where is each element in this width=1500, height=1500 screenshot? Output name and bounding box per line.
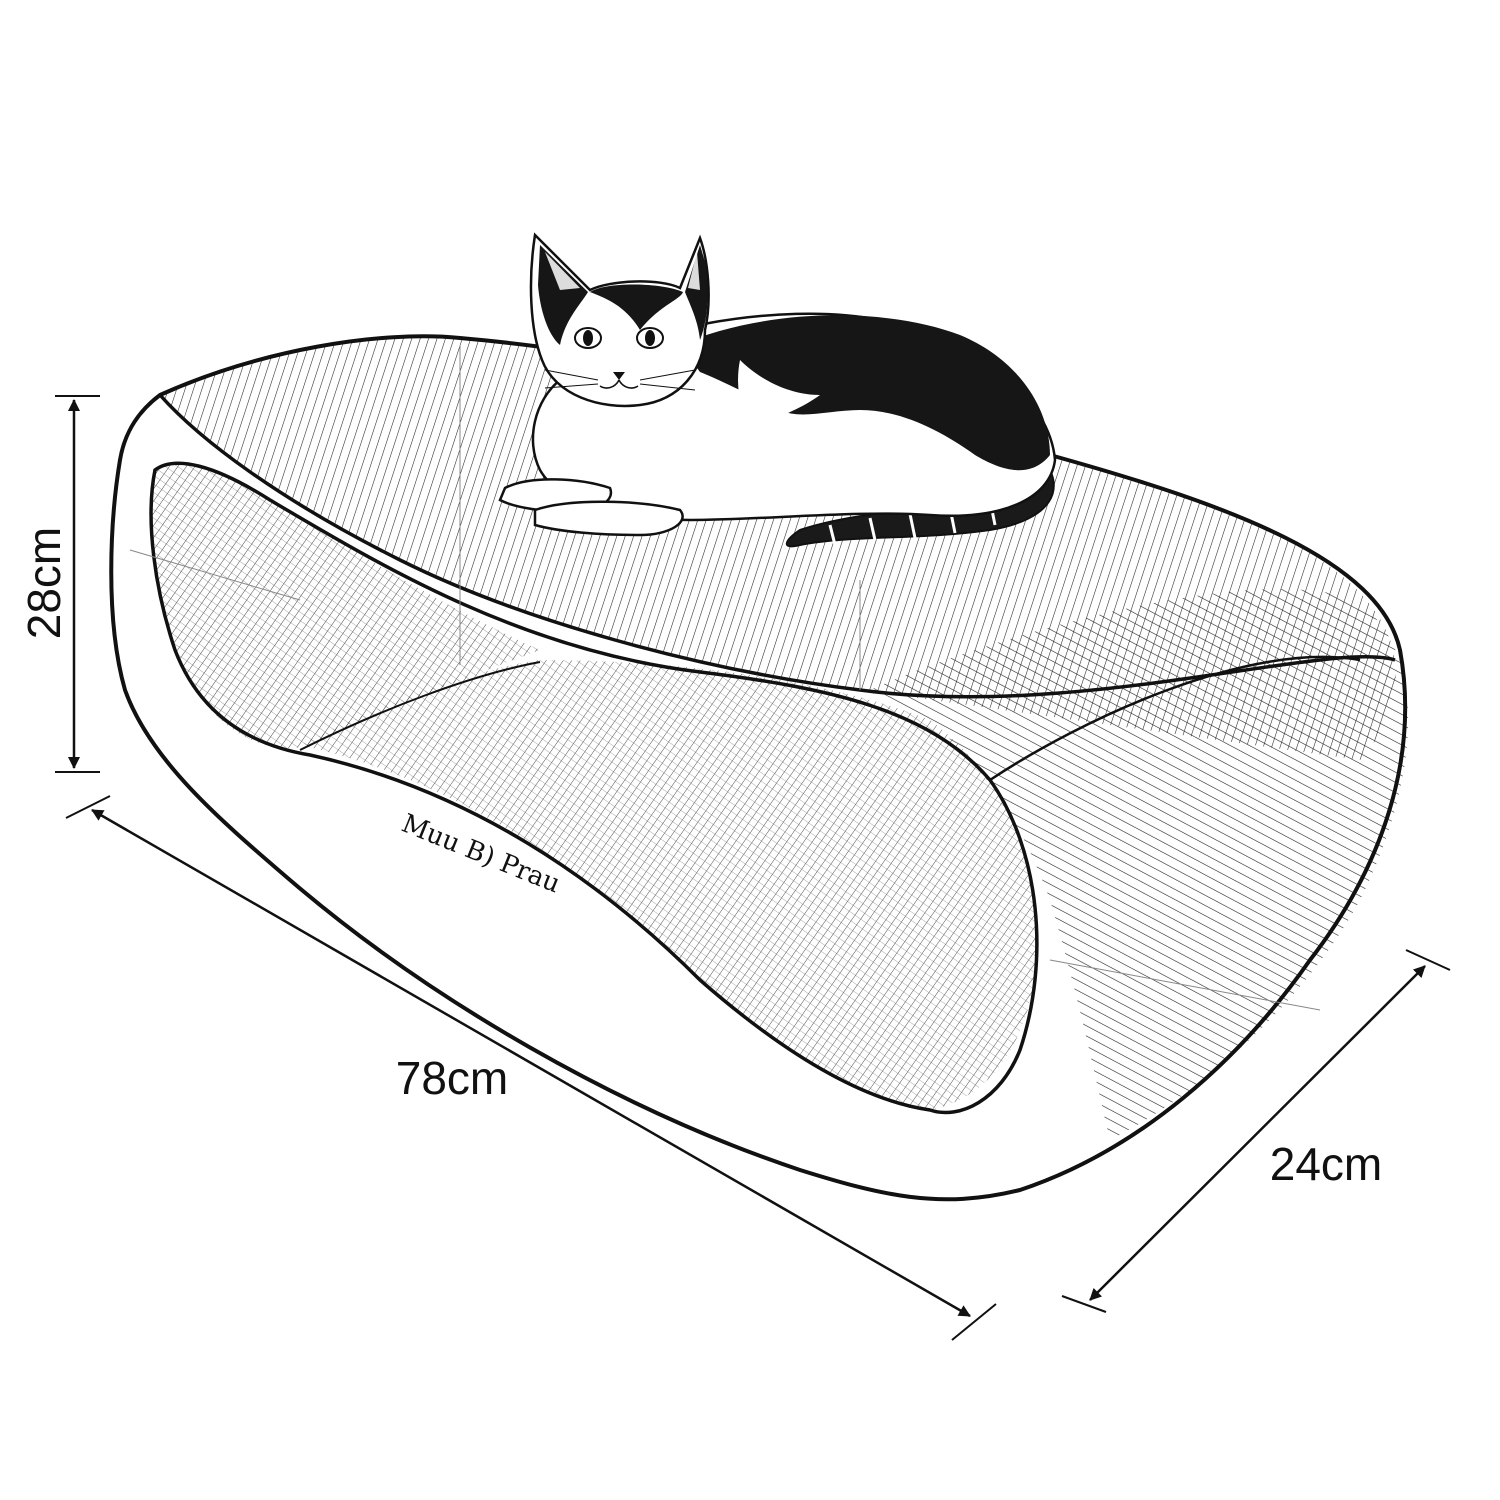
- height-label: 28cm: [18, 527, 70, 639]
- inner-opening-outline: [149, 461, 1039, 1115]
- length-dimension: 78cm: [65, 795, 997, 1341]
- depth-dimension: 24cm: [1061, 949, 1451, 1313]
- floor-crease: [299, 661, 541, 751]
- cat-icon: [498, 232, 1057, 548]
- height-dimension: 28cm: [18, 395, 100, 773]
- length-label: 78cm: [396, 1052, 508, 1104]
- right-face-edge: [989, 655, 1361, 782]
- depth-label: 24cm: [1270, 1138, 1382, 1190]
